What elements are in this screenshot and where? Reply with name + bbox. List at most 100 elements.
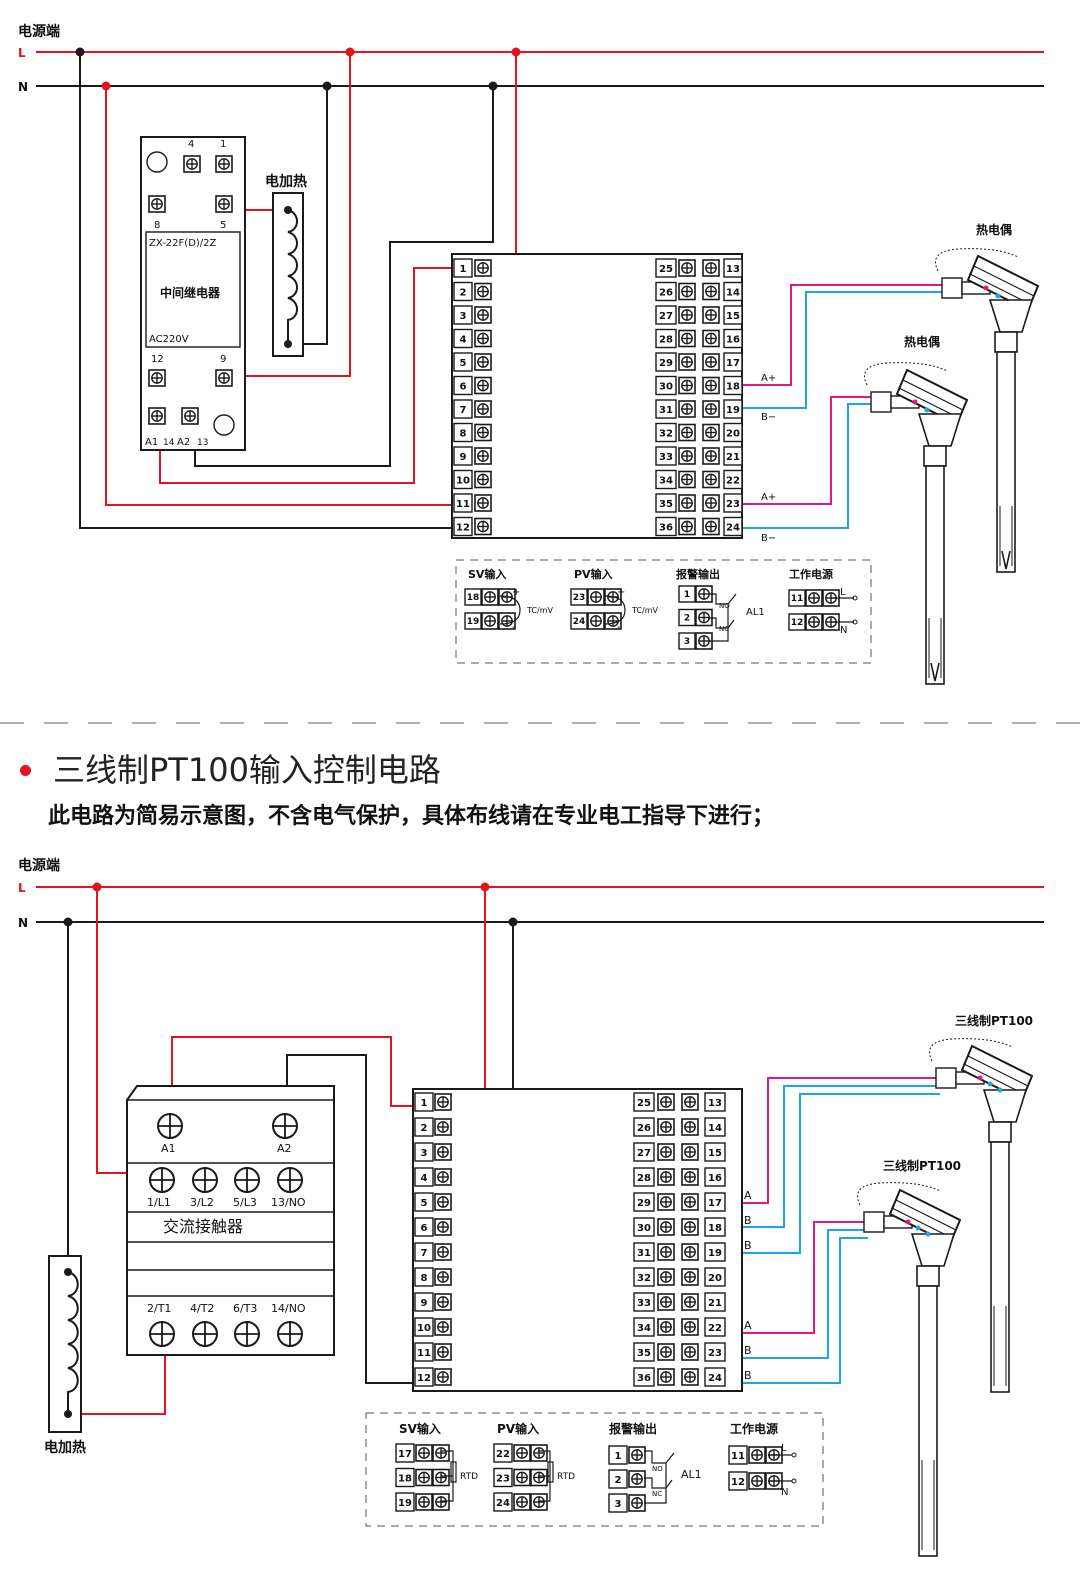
- legend2-power-num-1-box: [728, 1471, 748, 1491]
- c2-right-inner-num-9: 21: [708, 1298, 722, 1309]
- contactor-t1: 2/T1: [147, 1302, 171, 1315]
- c2-right-screw-b-5: [681, 1193, 699, 1211]
- legend2-pv-num-2-box: [493, 1492, 513, 1512]
- c2-right-inner-num-11: 23: [708, 1348, 722, 1359]
- contactor-t2: 4/T2: [190, 1302, 214, 1315]
- legend2-sv-signal: RTD: [460, 1472, 478, 1482]
- c1-right-outer-num-2: 26: [659, 288, 673, 299]
- c2-left-screw-4: [434, 1168, 452, 1186]
- wire-label-b-2: B: [744, 1239, 752, 1252]
- contactor-a1: A1: [161, 1142, 176, 1155]
- legend1-alarm-nc: NC: [719, 625, 729, 633]
- c2-right-screw-a-3: [657, 1143, 675, 1161]
- legend2-sv-screw-b-0: [432, 1444, 450, 1462]
- legend2-power-num-1: 12: [731, 1477, 745, 1488]
- legend1-sv-num-0-box: [464, 588, 482, 606]
- legend1-alarm-num-2: 3: [684, 637, 690, 647]
- c1-left-num-5: 5: [460, 358, 467, 369]
- c2-left-num-4: 4: [421, 1173, 428, 1184]
- c2-right-inner-num-6-box: [704, 1217, 726, 1237]
- junction-dots-1: [75, 47, 521, 91]
- legend2-sv-screw-b-1: [432, 1468, 450, 1487]
- c2-right-inner-num-7-box: [704, 1242, 726, 1262]
- legend1-power-l: L: [840, 587, 846, 598]
- wire-label-b-3: B: [744, 1344, 752, 1357]
- legend1-pv-num-0: 23: [573, 593, 586, 603]
- c1-left-num-8: 8: [460, 429, 467, 440]
- legend2-pv-num-0: 22: [496, 1449, 510, 1460]
- c2-right-inner-num-3: 15: [708, 1148, 722, 1159]
- contactor-l2: 3/L2: [190, 1196, 214, 1209]
- c1-right-screw-a-8: [678, 423, 696, 442]
- c1-right-outer-num-10: 34: [659, 476, 673, 487]
- relay-terminal-12: 12: [151, 354, 164, 365]
- c2-left-num-4-box: [414, 1167, 434, 1187]
- c2-left-num-10: 10: [417, 1323, 431, 1334]
- c2-right-outer-num-5-box: [633, 1192, 655, 1212]
- c1-right-screw-b-7: [702, 400, 720, 418]
- c2-right-inner-num-1-box: [704, 1092, 726, 1112]
- c1-right-inner-num-7-box: [723, 399, 743, 419]
- legend1-pv-screw-a-1: [587, 612, 605, 630]
- c1-right-inner-num-8: 20: [726, 429, 740, 440]
- heater-1: 电加热: [265, 173, 307, 357]
- legend1-sv-screw-a-1: [481, 612, 499, 630]
- legend2-alarm-screw-a-0: [628, 1446, 646, 1464]
- heater-2: 电加热: [44, 1255, 86, 1456]
- wire-label-a-1: A: [744, 1189, 752, 1202]
- wire-label-a-plus-1: A+: [761, 373, 776, 384]
- c1-left-num-11: 11: [456, 499, 470, 510]
- c1-left-num-7-box: [453, 399, 473, 419]
- c2-left-num-1: 1: [421, 1098, 428, 1109]
- c2-right-outer-num-11-box: [633, 1342, 655, 1362]
- c1-right-screw-b-6: [702, 376, 720, 395]
- c2-right-screw-b-8: [681, 1268, 699, 1286]
- c1-left-screw-12: [474, 517, 492, 536]
- c2-left-num-8-box: [414, 1267, 434, 1287]
- c1-left-screw-2: [474, 282, 492, 301]
- legend1-sv-num-1-box: [464, 612, 482, 630]
- legend1-power-title: 工作电源: [789, 567, 833, 581]
- c1-right-screw-a-3: [678, 306, 696, 324]
- c2-right-outer-num-7-box: [633, 1242, 655, 1262]
- c1-right-screw-b-3: [702, 306, 720, 324]
- c2-right-inner-num-11-box: [704, 1342, 726, 1362]
- contactor-name: 交流接触器: [163, 1217, 243, 1236]
- legend2-pv-screw-b-2: [530, 1493, 548, 1511]
- legend2-sv-screw-a-2: [415, 1493, 433, 1511]
- c1-right-screw-a-9: [678, 447, 696, 465]
- c2-right-outer-num-7: 31: [637, 1248, 651, 1259]
- section-title: 三线制PT100输入控制电路: [53, 751, 441, 789]
- c1-right-inner-num-6-box: [723, 375, 743, 396]
- c2-left-screw-12: [434, 1368, 452, 1386]
- legend1-alarm-no: NO: [719, 602, 730, 610]
- c1-right-inner-num-11-box: [723, 493, 743, 513]
- c1-right-inner-num-4-box: [723, 328, 743, 349]
- c1-left-num-5-box: [453, 352, 473, 372]
- legend1-alarm-title: 报警输出: [676, 567, 720, 581]
- c1-left-num-1: 1: [460, 264, 467, 275]
- c1-left-num-2: 2: [460, 288, 467, 299]
- c2-left-num-9-box: [414, 1292, 434, 1312]
- c2-right-inner-num-10-box: [704, 1317, 726, 1337]
- c2-left-screw-8: [434, 1268, 452, 1286]
- relay-terminal-a1: A1: [145, 437, 158, 448]
- c2-left-screw-11: [434, 1343, 452, 1361]
- wire-label-b-minus-2: B−: [761, 533, 776, 544]
- c2-right-screw-a-12: [657, 1368, 675, 1386]
- c2-right-screw-b-10: [681, 1318, 699, 1336]
- c2-right-screw-a-2: [657, 1118, 675, 1136]
- c1-right-outer-num-5: 29: [659, 358, 673, 369]
- legend2-pv-signal: RTD: [557, 1472, 575, 1482]
- c1-right-outer-num-8: 32: [659, 429, 673, 440]
- c2-left-num-12-box: [414, 1367, 434, 1387]
- relay-terminal-9: 9: [220, 354, 226, 365]
- c1-left-num-4: 4: [460, 335, 467, 346]
- c2-left-num-3-box: [414, 1142, 434, 1162]
- legend2-sv-screw-a-0: [415, 1444, 433, 1462]
- c1-right-outer-num-3-box: [655, 305, 677, 325]
- legend2-pv-screw-b-0: [530, 1444, 548, 1462]
